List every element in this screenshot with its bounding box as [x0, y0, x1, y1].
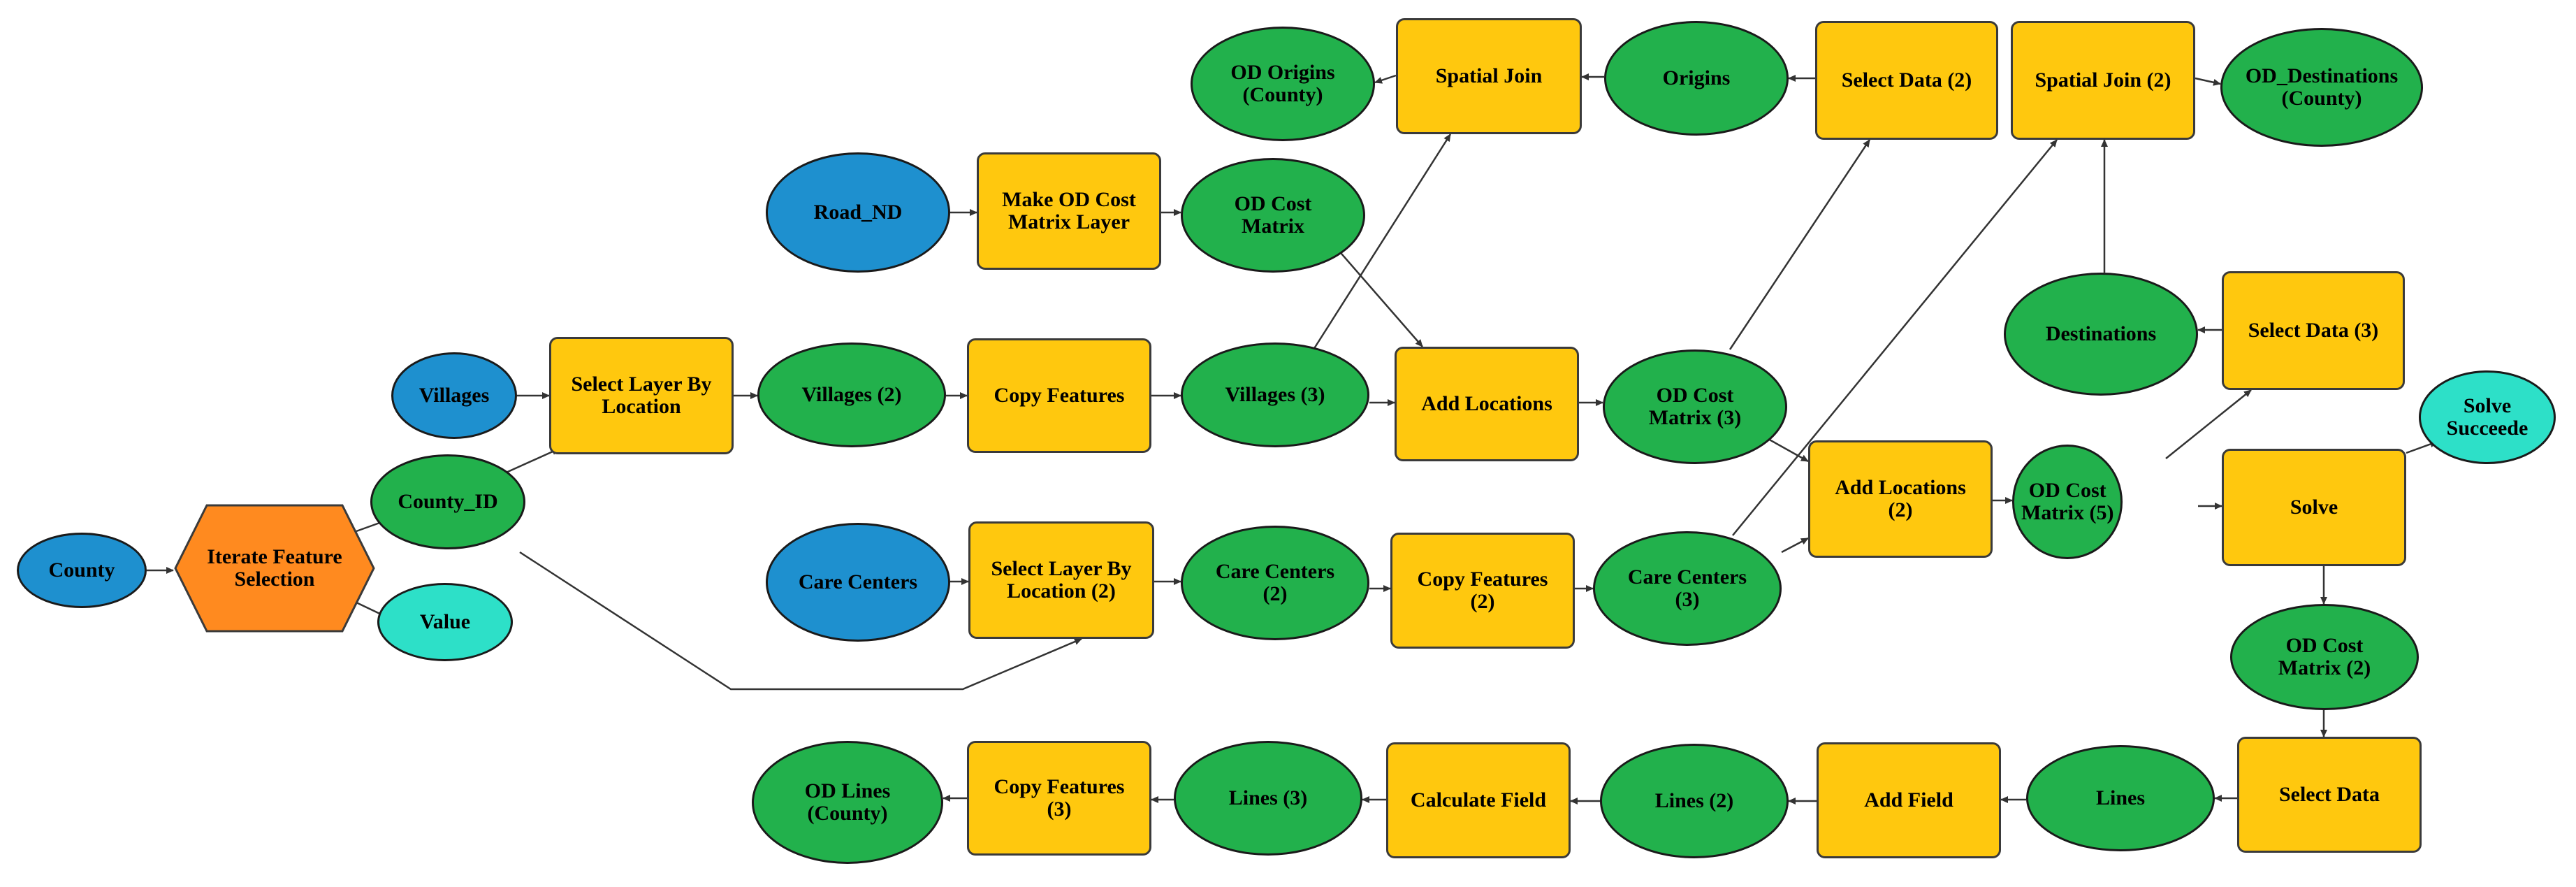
od-lines-county-label: OD Lines (County) — [804, 779, 891, 825]
origins-label: Origins — [1662, 66, 1731, 89]
county-id-node[interactable]: County_ID — [370, 454, 525, 549]
villages-label: Villages — [419, 384, 490, 407]
edge-spatial-join-to-od-origins — [1374, 74, 1397, 84]
spatial-join-2-label: Spatial Join (2) — [2035, 68, 2171, 92]
od-cost-matrix-2-label: OD Cost Matrix (2) — [2278, 634, 2371, 679]
county-id-label: County_ID — [398, 490, 498, 513]
select-layer-by-location-2-node[interactable]: Select Layer By Location (2) — [968, 521, 1154, 639]
villages-3-label: Villages (3) — [1225, 383, 1325, 406]
od-cost-matrix-5-label: OD Cost Matrix (5) — [2021, 479, 2114, 524]
care-centers-3-label: Care Centers (3) — [1627, 565, 1747, 611]
od-cost-matrix-2-node[interactable]: OD Cost Matrix (2) — [2230, 604, 2419, 710]
add-locations-label: Add Locations — [1421, 392, 1552, 415]
lines-label: Lines — [2095, 786, 2146, 809]
select-data-2-node[interactable]: Select Data (2) — [1815, 21, 1998, 140]
copy-features-2-label: Copy Features (2) — [1417, 568, 1548, 613]
care-centers-label: Care Centers — [798, 570, 918, 593]
od-cost-matrix-node[interactable]: OD Cost Matrix — [1181, 158, 1365, 273]
lines-3-label: Lines (3) — [1228, 786, 1308, 809]
od-origins-county-label: OD Origins (County) — [1230, 61, 1335, 106]
od-lines-county-node[interactable]: OD Lines (County) — [752, 741, 943, 864]
lines-node[interactable]: Lines — [2026, 745, 2215, 851]
origins-node[interactable]: Origins — [1604, 21, 1789, 136]
care-centers-2-label: Care Centers (2) — [1215, 560, 1335, 605]
spatial-join-node[interactable]: Spatial Join — [1396, 18, 1582, 134]
select-layer-by-location-2-label: Select Layer By Location (2) — [991, 557, 1132, 603]
od-cost-matrix-label: OD Cost Matrix — [1234, 192, 1312, 238]
add-field-node[interactable]: Add Field — [1817, 742, 2001, 858]
county-node[interactable]: County — [17, 533, 147, 608]
od-destinations-county-node[interactable]: OD_Destinations (County) — [2220, 28, 2423, 147]
od-cost-matrix-3-node[interactable]: OD Cost Matrix (3) — [1603, 349, 1787, 464]
road-nd-label: Road_ND — [813, 201, 903, 224]
copy-features-label: Copy Features — [994, 384, 1125, 407]
add-locations-2-node[interactable]: Add Locations (2) — [1808, 440, 1993, 558]
select-data-3-node[interactable]: Select Data (3) — [2222, 271, 2405, 390]
copy-features-2-node[interactable]: Copy Features (2) — [1390, 533, 1575, 649]
destinations-node[interactable]: Destinations — [2004, 273, 2198, 396]
villages-3-node[interactable]: Villages (3) — [1181, 342, 1369, 447]
edge-county-id-to-select-layer — [502, 447, 560, 475]
solve-label: Solve — [2290, 496, 2338, 519]
add-locations-node[interactable]: Add Locations — [1395, 347, 1579, 461]
select-data-label: Select Data — [2278, 783, 2380, 806]
lines-3-node[interactable]: Lines (3) — [1174, 741, 1362, 856]
edge-spatial-join-2-to-od-destinations — [2195, 77, 2221, 86]
county-label: County — [48, 558, 115, 582]
destinations-label: Destinations — [2045, 322, 2157, 345]
care-centers-3-node[interactable]: Care Centers (3) — [1593, 531, 1782, 646]
care-centers-node[interactable]: Care Centers — [766, 523, 950, 642]
lines-2-label: Lines (2) — [1654, 789, 1734, 812]
spatial-join-2-node[interactable]: Spatial Join (2) — [2011, 21, 2195, 140]
od-destinations-county-label: OD_Destinations (County) — [2245, 64, 2399, 110]
solve-succeeded-node[interactable]: Solve Succeede — [2419, 370, 2556, 464]
lines-2-node[interactable]: Lines (2) — [1600, 744, 1789, 858]
select-data-2-label: Select Data (2) — [1841, 68, 1972, 92]
od-cost-matrix-3-label: OD Cost Matrix (3) — [1648, 384, 1742, 429]
copy-features-3-label: Copy Features (3) — [994, 775, 1125, 821]
select-layer-by-location-label: Select Layer By Location — [571, 373, 712, 418]
spatial-join-label: Spatial Join — [1435, 64, 1543, 87]
road-nd-node[interactable]: Road_ND — [766, 152, 950, 273]
villages-2-label: Villages (2) — [801, 383, 902, 406]
hexagon-shape — [174, 504, 375, 633]
value-node[interactable]: Value — [377, 583, 513, 661]
iterate-feature-selection-node[interactable]: Iterate Feature Selection — [173, 503, 376, 633]
select-data-3-label: Select Data (3) — [2248, 319, 2379, 342]
od-origins-county-node[interactable]: OD Origins (County) — [1191, 27, 1375, 141]
add-field-label: Add Field — [1864, 788, 1953, 812]
villages-node[interactable]: Villages — [391, 352, 517, 439]
add-locations-2-label: Add Locations (2) — [1835, 476, 1966, 521]
villages-2-node[interactable]: Villages (2) — [757, 342, 946, 447]
care-centers-2-node[interactable]: Care Centers (2) — [1181, 526, 1369, 640]
make-od-cost-matrix-layer-label: Make OD Cost Matrix Layer — [1002, 188, 1136, 233]
solve-succeeded-label: Solve Succeede — [2446, 394, 2528, 440]
select-data-node[interactable]: Select Data — [2237, 737, 2422, 853]
edge-care-centers-3-to-add-locations-2 — [1781, 537, 1809, 554]
value-label: Value — [419, 610, 471, 633]
edge-od-cost-matrix-to-add-locations — [1327, 237, 1423, 347]
od-cost-matrix-5-node[interactable]: OD Cost Matrix (5) — [2012, 445, 2123, 559]
iterate-feature-selection-label: Iterate Feature Selection — [207, 545, 342, 591]
solve-node[interactable]: Solve — [2222, 449, 2406, 566]
calculate-field-label: Calculate Field — [1410, 788, 1547, 812]
calculate-field-node[interactable]: Calculate Field — [1386, 742, 1571, 858]
make-od-cost-matrix-layer-node[interactable]: Make OD Cost Matrix Layer — [977, 152, 1161, 270]
copy-features-node[interactable]: Copy Features — [967, 338, 1151, 453]
copy-features-3-node[interactable]: Copy Features (3) — [967, 741, 1151, 856]
edge-od-cost-matrix-3-to-select-data-2 — [1729, 139, 1871, 350]
select-layer-by-location-node[interactable]: Select Layer By Location — [549, 337, 734, 454]
